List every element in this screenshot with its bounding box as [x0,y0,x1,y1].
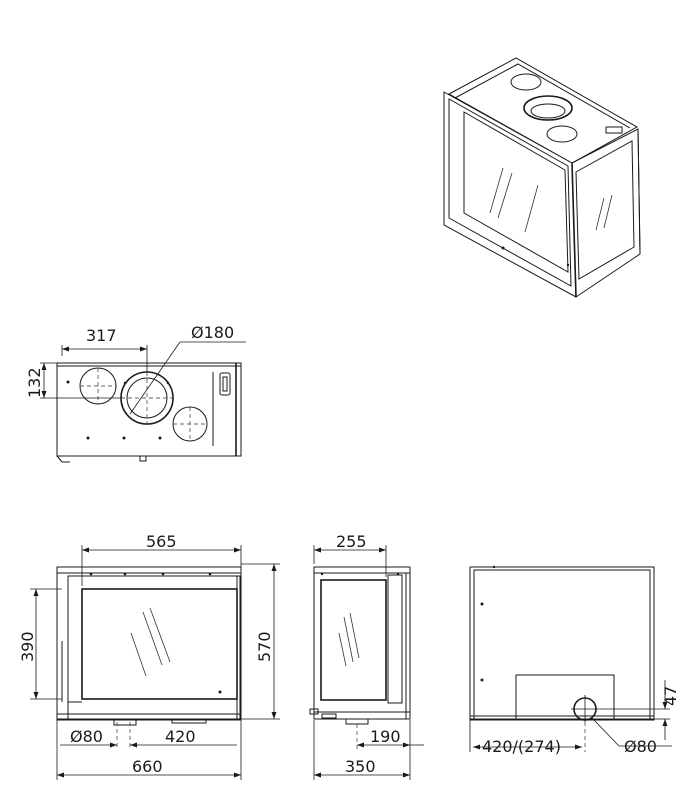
dim-air-inlet: Ø80 [70,727,103,746]
dim-inlet-height: 47 [661,686,680,706]
dim-rear-inlet-offset: 420/(274) [482,737,561,756]
dim-width-to-flue: 317 [86,326,117,345]
dim-total-width: 660 [132,757,163,776]
dim-inlet-depth: 190 [370,727,401,746]
top-view: 317 Ø180 132 [25,323,246,463]
dim-total-height: 570 [255,631,274,662]
front-view: 565 390 570 Ø80 420 660 [18,532,280,780]
dim-total-depth: 350 [345,757,376,776]
dim-inlet-offset: 420 [165,727,196,746]
dim-depth-to-flue: 132 [25,367,44,398]
dim-glass-height: 390 [18,631,37,662]
side-view: 255 190 350 [309,532,424,780]
dim-rear-air-inlet: Ø80 [624,737,657,756]
dim-inner-width: 565 [146,532,177,551]
dim-flue-diameter: Ø180 [191,323,234,342]
dim-side-glass: 255 [336,532,367,551]
rear-view: 47 420/(274) Ø80 [469,565,680,756]
isometric-view [443,57,641,298]
